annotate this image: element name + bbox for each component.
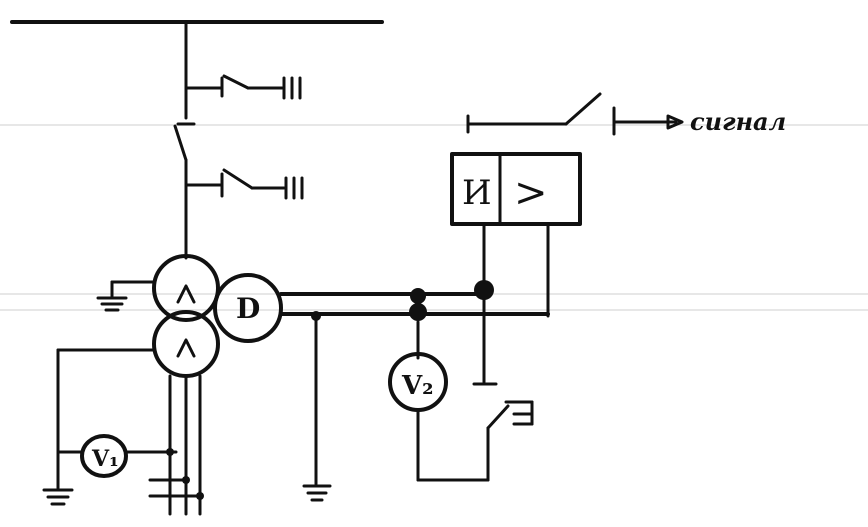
star-neutral-ground (96, 280, 156, 312)
secondary-star-wiring (42, 348, 204, 516)
node-bottom (409, 303, 427, 321)
winding-delta (213, 273, 283, 343)
grounding-switch-1 (184, 74, 302, 100)
feeder-line (173, 20, 196, 260)
signal-label: сигнал (690, 107, 786, 136)
test-button (472, 298, 534, 482)
signal-arrow (666, 114, 684, 130)
relay-right-label: > (514, 170, 548, 216)
open-delta-output (279, 280, 550, 502)
voltage-transformer: D (152, 254, 283, 378)
signal-circuit: сигнал (466, 92, 786, 136)
star-symbol-bottom (176, 338, 196, 358)
voltmeter-v1-label: V₁ (91, 446, 119, 472)
delta-label: D (236, 292, 260, 325)
voltmeter-v2-label: V₂ (401, 371, 434, 401)
grounding-switch-2 (184, 168, 304, 200)
star-symbol-top (176, 284, 196, 304)
node-relay (474, 280, 494, 300)
node-top (410, 288, 426, 304)
voltmeter-v1: V₁ (80, 434, 128, 478)
winding-star-top (152, 254, 220, 322)
voltmeter-v2: V₂ (388, 320, 490, 482)
relay-left-label: И (462, 173, 492, 213)
relay-block: И > (450, 152, 582, 318)
